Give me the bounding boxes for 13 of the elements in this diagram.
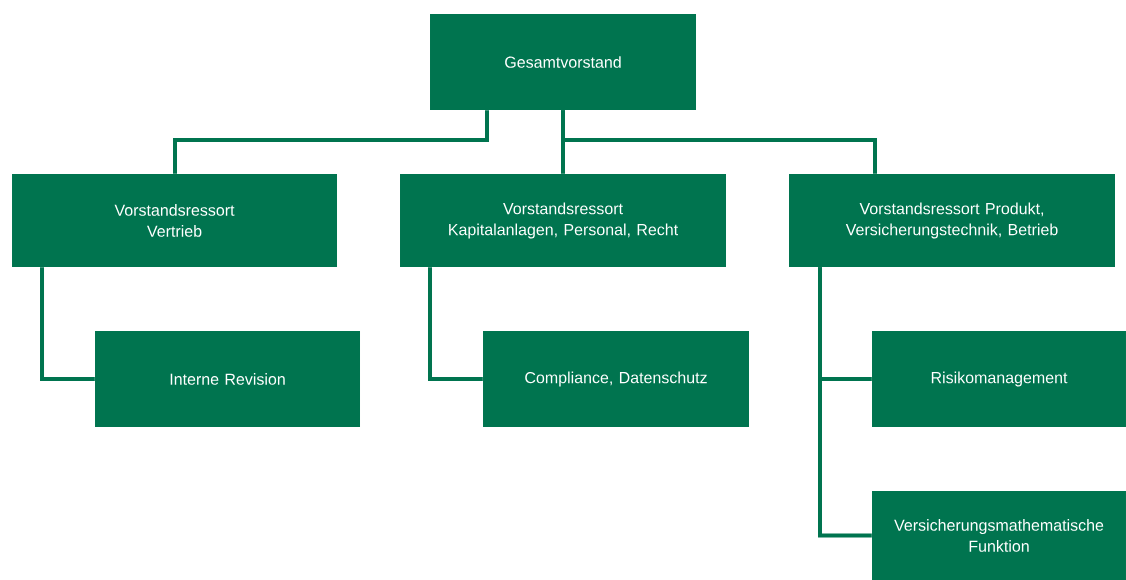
org-chart-box: Risikomanagement — [872, 331, 1126, 427]
org-chart-box: Compliance, Datenschutz — [483, 331, 749, 427]
connector-line — [173, 110, 489, 174]
org-chart-box: Interne Revision — [95, 331, 360, 427]
connector-line — [40, 267, 95, 381]
connector-line — [428, 267, 483, 381]
org-chart-box: Vorstandsressort Vertrieb — [12, 174, 337, 267]
org-chart-box: Vorstandsressort Produkt, Versicherungstechnik, Betrieb — [789, 174, 1115, 267]
org-chart-box: Versicherungsmathematische Funktion — [872, 491, 1126, 580]
connector-line — [561, 110, 877, 174]
org-chart-box: Gesamtvorstand — [430, 14, 696, 110]
org-chart-box: Vorstandsressort Kapitalanlagen, Personal, Recht — [400, 174, 726, 267]
connector-line — [818, 267, 872, 538]
